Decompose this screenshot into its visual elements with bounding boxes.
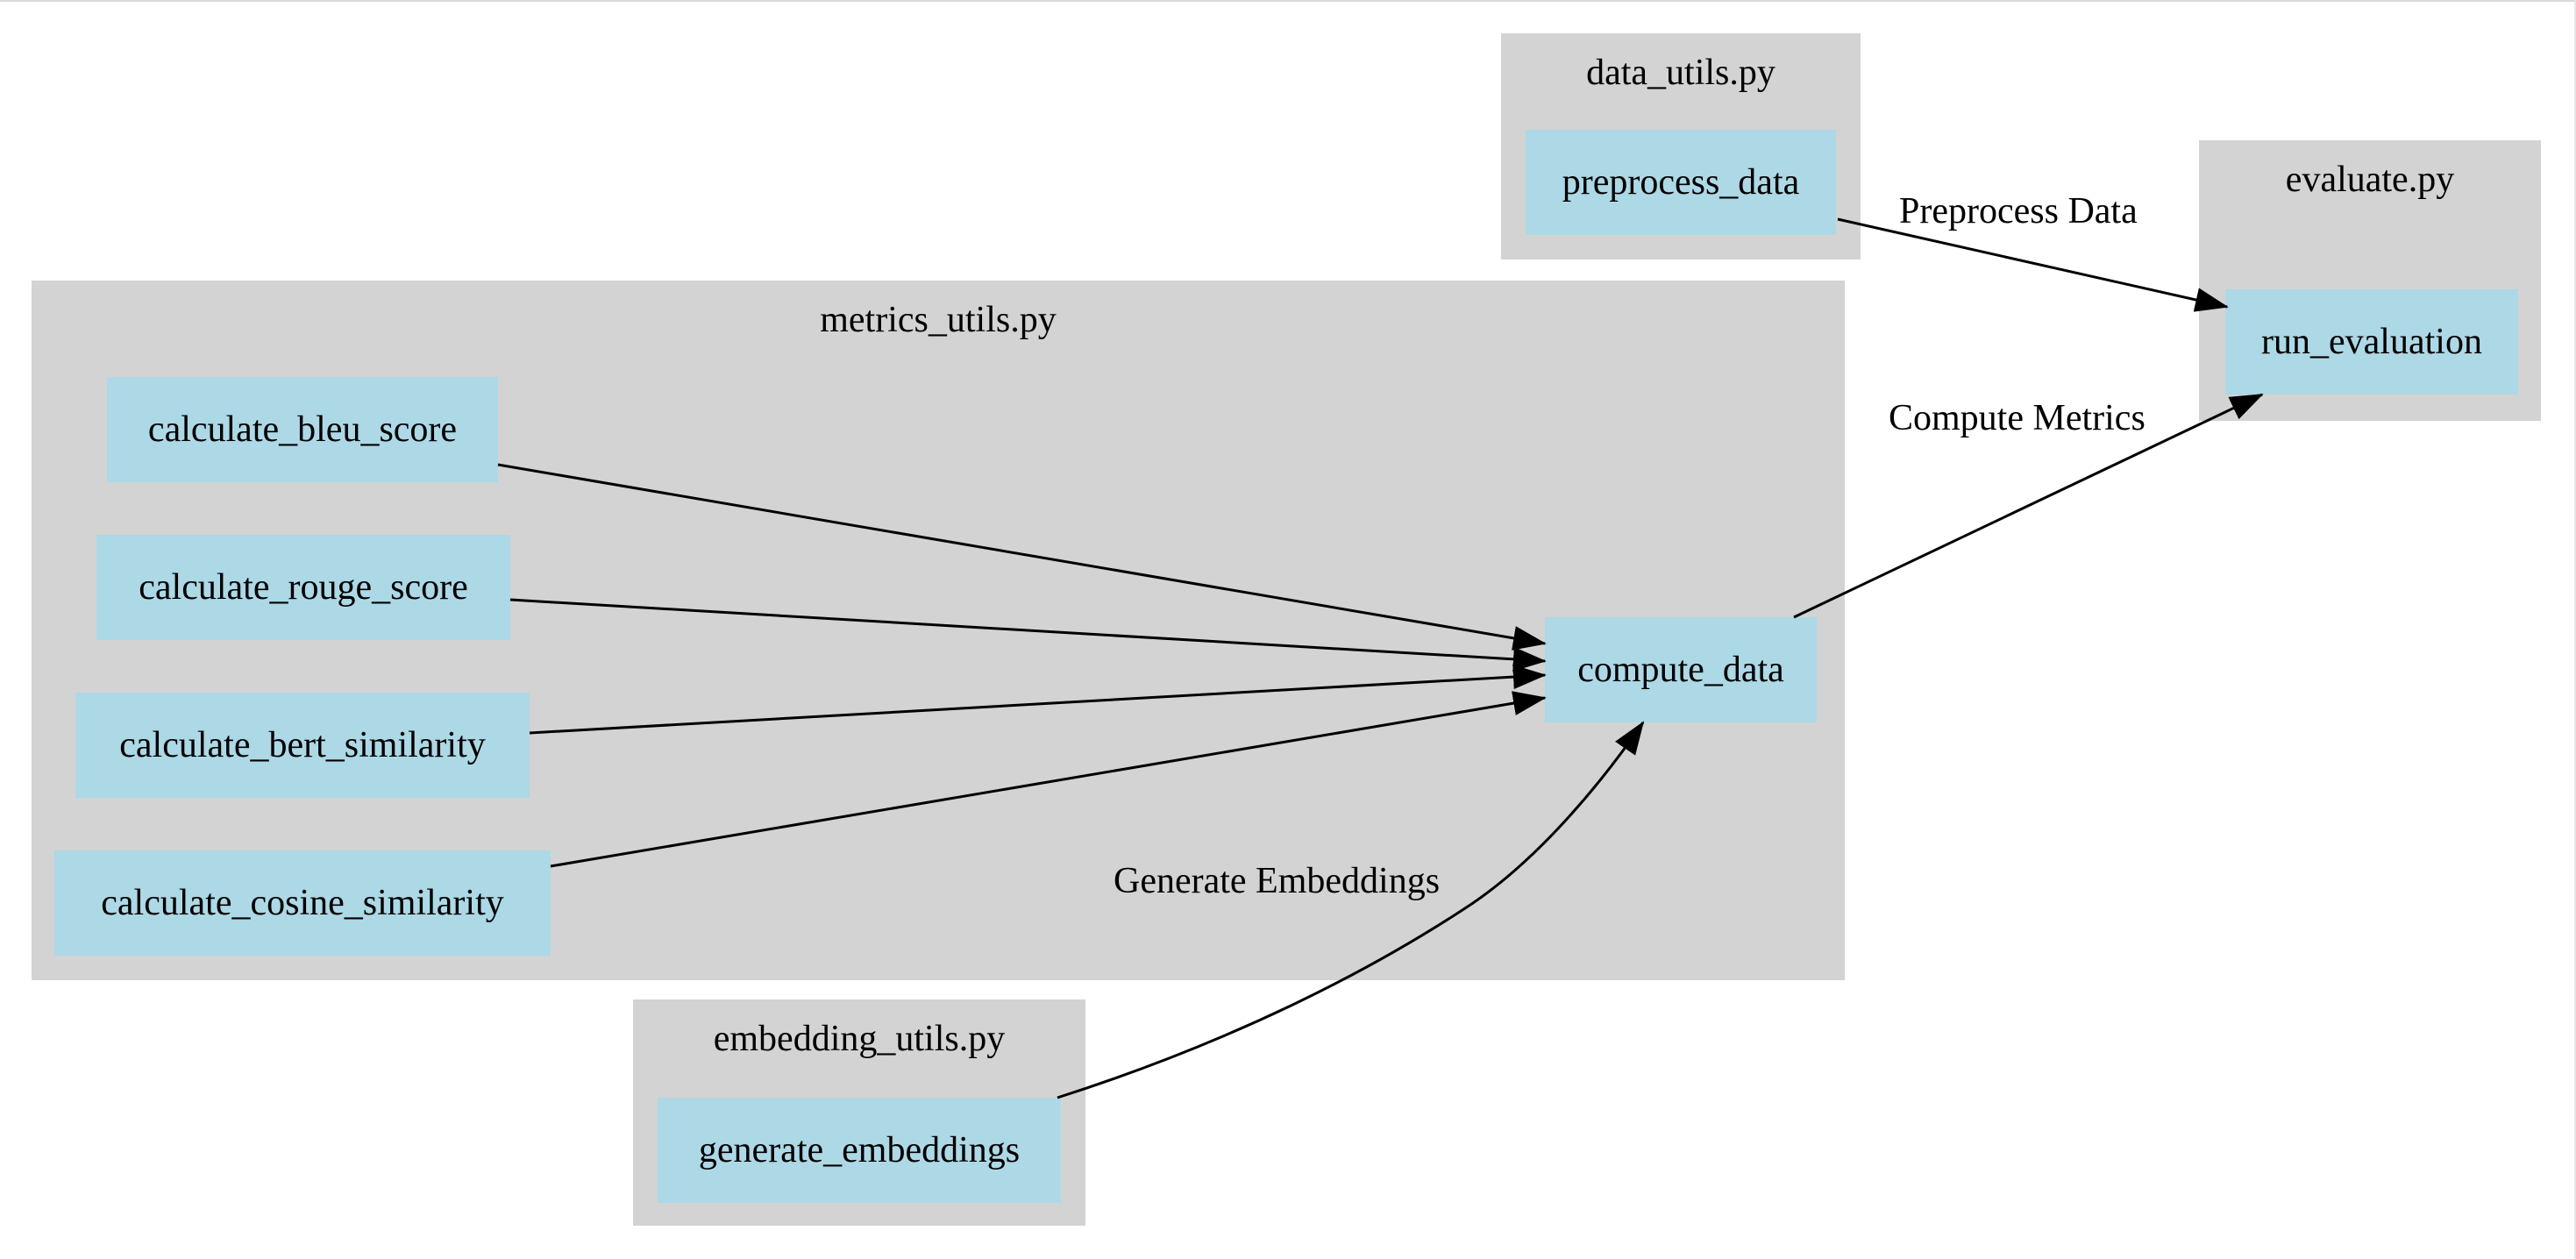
edge-rouge-to-compute — [509, 598, 1547, 672]
cluster-label: embedding_utils.py — [713, 1019, 1006, 1059]
edge-label-compute-metrics: Compute Metrics — [1889, 398, 2145, 438]
edge-embeddings-to-compute — [1057, 721, 1645, 1099]
edge-bert-to-compute — [529, 665, 1547, 735]
right-border — [2574, 0, 2576, 1259]
node-calculate-rouge-score[interactable]: calculate_rouge_score — [96, 535, 510, 640]
edge-bleu-to-compute — [497, 463, 1547, 651]
node-generate-embeddings[interactable]: generate_embeddings — [658, 1098, 1061, 1203]
cluster-label: metrics_utils.py — [820, 300, 1057, 340]
node-run-evaluation[interactable]: run_evaluation — [2225, 289, 2518, 395]
edge-compute-to-run-evaluation — [1793, 393, 2264, 619]
cluster-label: data_utils.py — [1586, 53, 1775, 93]
edge-label-preprocess-data: Preprocess Data — [1899, 191, 2138, 231]
node-calculate-bleu-score[interactable]: calculate_bleu_score — [107, 377, 498, 482]
node-calculate-cosine-similarity[interactable]: calculate_cosine_similarity — [54, 850, 551, 956]
edge-cosine-to-compute — [550, 691, 1547, 868]
cluster-label: evaluate.py — [2285, 160, 2455, 200]
node-preprocess-data[interactable]: preprocess_data — [1526, 130, 1836, 235]
edge-preprocess-to-run-evaluation — [1837, 217, 2229, 312]
edge-label-generate-embeddings: Generate Embeddings — [1114, 861, 1441, 901]
node-calculate-bert-similarity[interactable]: calculate_bert_similarity — [75, 693, 530, 798]
node-compute-data[interactable]: compute_data — [1545, 617, 1817, 722]
top-border — [0, 0, 2576, 2]
